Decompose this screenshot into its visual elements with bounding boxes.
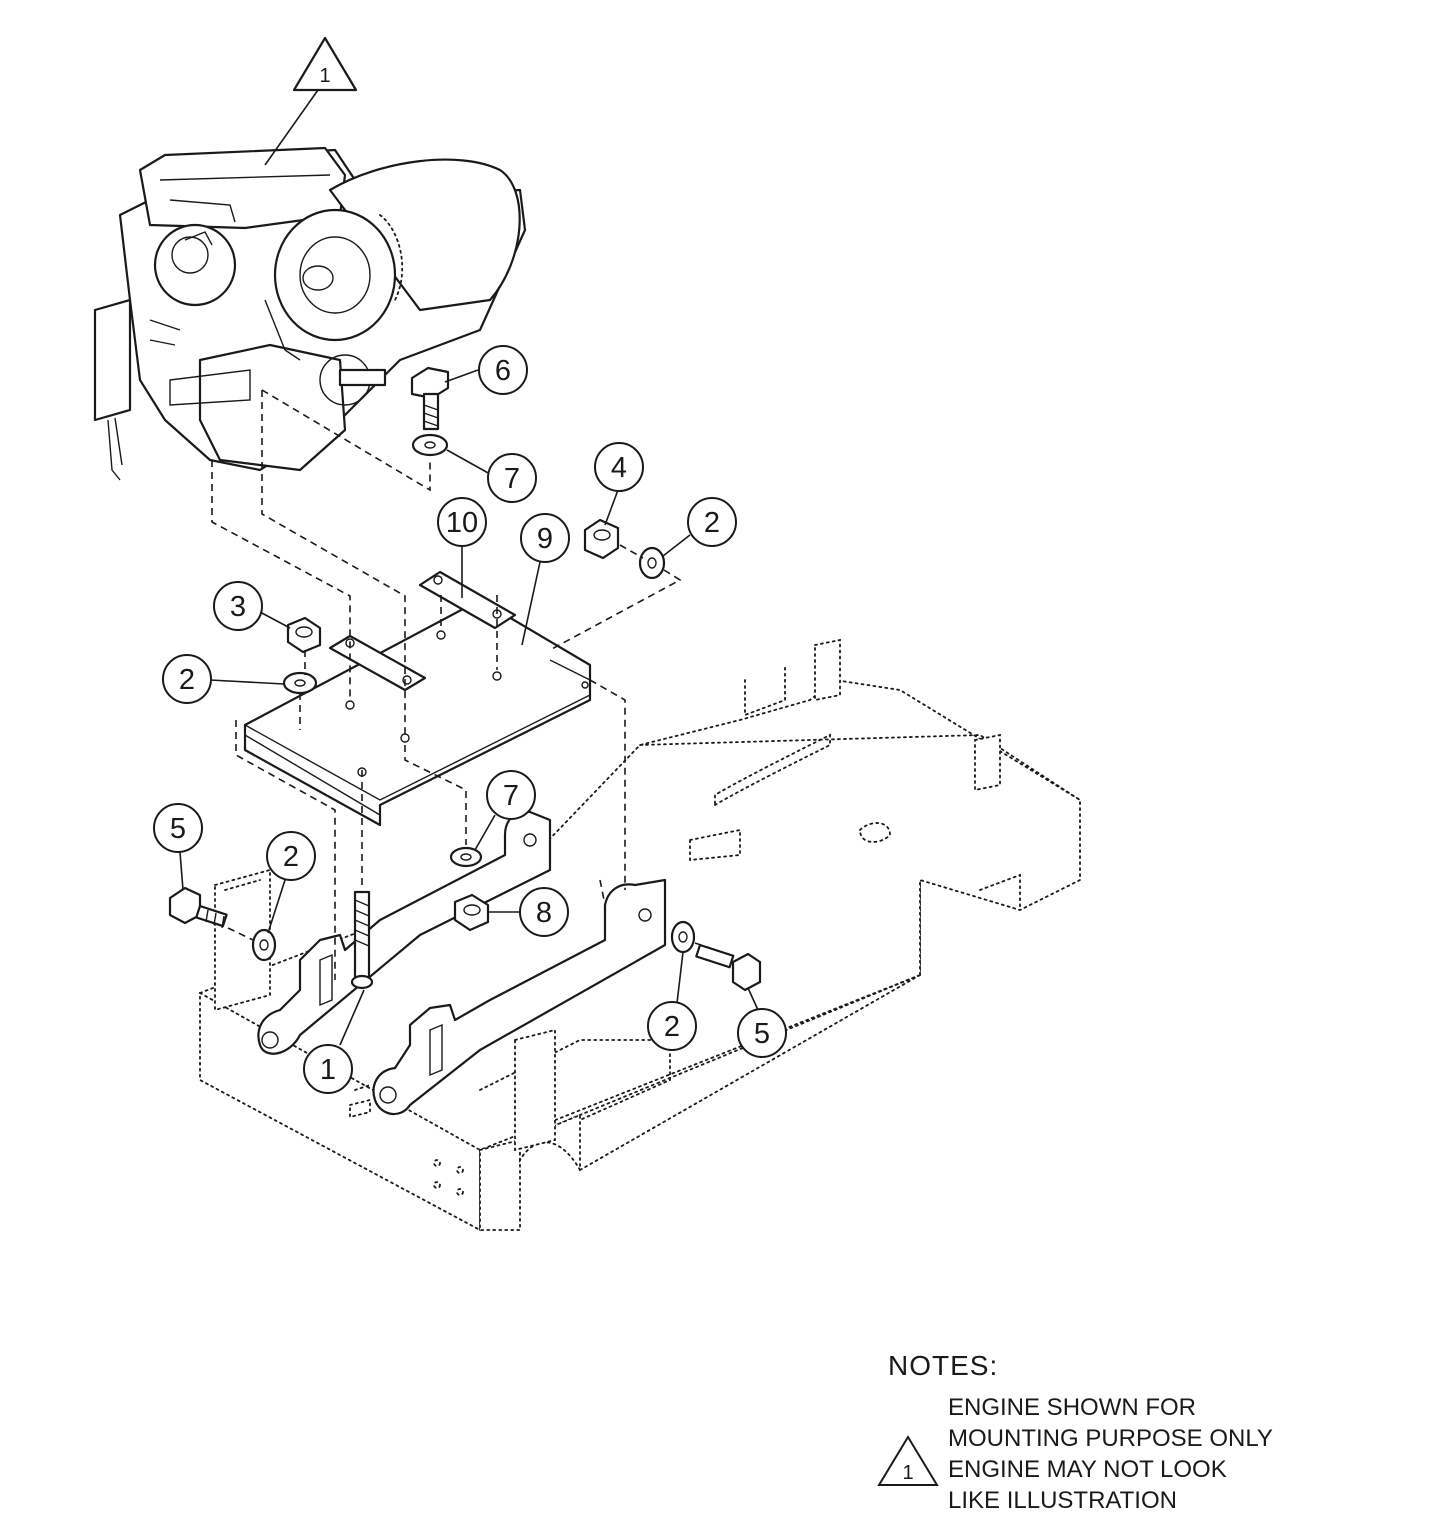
washer-7-mid xyxy=(449,846,483,868)
hex-nut-top-3 xyxy=(286,616,322,654)
svg-text:3: 3 xyxy=(230,591,246,623)
hex-bolt-6 xyxy=(410,366,450,431)
right-mount-bracket xyxy=(372,878,667,1116)
note-item: 1 ENGINE SHOWN FOR MOUNTING PURPOSE ONLY… xyxy=(877,1392,1408,1516)
callout-4: 4 xyxy=(594,442,644,526)
callout-6: 6 xyxy=(444,345,528,395)
callout-2-left-lower: 2 xyxy=(266,831,316,934)
callout-7-top: 7 xyxy=(446,449,537,503)
callout-3: 3 xyxy=(213,581,291,631)
svg-text:4: 4 xyxy=(611,452,627,484)
hex-bolt-5-right xyxy=(695,943,762,992)
note-line: LIKE ILLUSTRATION xyxy=(948,1487,1177,1514)
svg-text:6: 6 xyxy=(495,355,511,387)
svg-text:7: 7 xyxy=(504,463,520,495)
washer-right-lower-2 xyxy=(670,920,696,954)
hex-nut-4 xyxy=(583,518,620,560)
carriage-bolt xyxy=(350,890,374,990)
callout-7-mid: 7 xyxy=(474,770,536,851)
warning-triangle-icon: 1 xyxy=(877,1435,939,1486)
engine-illustration xyxy=(93,146,527,481)
notes-panel: NOTES: 1 ENGINE SHOWN FOR MOUNTING PURPO… xyxy=(877,1350,1408,1516)
hex-nut-8 xyxy=(453,893,490,932)
washer-left-2 xyxy=(251,928,277,962)
hex-bolt-5-left xyxy=(168,886,228,929)
washer-7-top xyxy=(411,433,449,457)
assembly-lines xyxy=(211,389,711,980)
notes-heading: NOTES: xyxy=(888,1350,999,1381)
svg-text:9: 9 xyxy=(537,523,553,555)
svg-text:7: 7 xyxy=(503,780,519,812)
svg-text:10: 10 xyxy=(446,507,478,539)
svg-text:5: 5 xyxy=(170,813,186,845)
washer-top-2 xyxy=(282,671,318,695)
engine-triangle-marker: 1 xyxy=(264,36,358,166)
svg-text:8: 8 xyxy=(536,897,552,929)
washer-right-2 xyxy=(638,546,666,580)
left-mount-bracket xyxy=(257,810,552,1055)
svg-text:2: 2 xyxy=(664,1011,680,1043)
svg-text:1: 1 xyxy=(320,1054,336,1086)
callout-9: 9 xyxy=(520,513,570,646)
callout-5-left: 5 xyxy=(153,803,203,891)
callout-8: 8 xyxy=(488,887,569,937)
svg-text:2: 2 xyxy=(179,664,195,696)
note-line: ENGINE SHOWN FOR xyxy=(948,1394,1197,1421)
callout-2-right-top: 2 xyxy=(662,497,737,557)
svg-text:2: 2 xyxy=(283,841,299,873)
note-line: MOUNTING PURPOSE ONLY xyxy=(948,1425,1273,1452)
note-marker: 1 xyxy=(902,1462,913,1484)
callout-2-left-top: 2 xyxy=(162,654,285,704)
svg-text:5: 5 xyxy=(754,1018,770,1050)
svg-text:2: 2 xyxy=(704,507,720,539)
callout-5-right: 5 xyxy=(737,987,787,1058)
callout-1-bottom: 1 xyxy=(303,989,365,1094)
callout-10: 10 xyxy=(437,497,487,598)
triangle-marker-label: 1 xyxy=(319,65,330,87)
callout-2-right-lower: 2 xyxy=(647,951,697,1051)
note-line: ENGINE MAY NOT LOOK xyxy=(948,1456,1227,1483)
